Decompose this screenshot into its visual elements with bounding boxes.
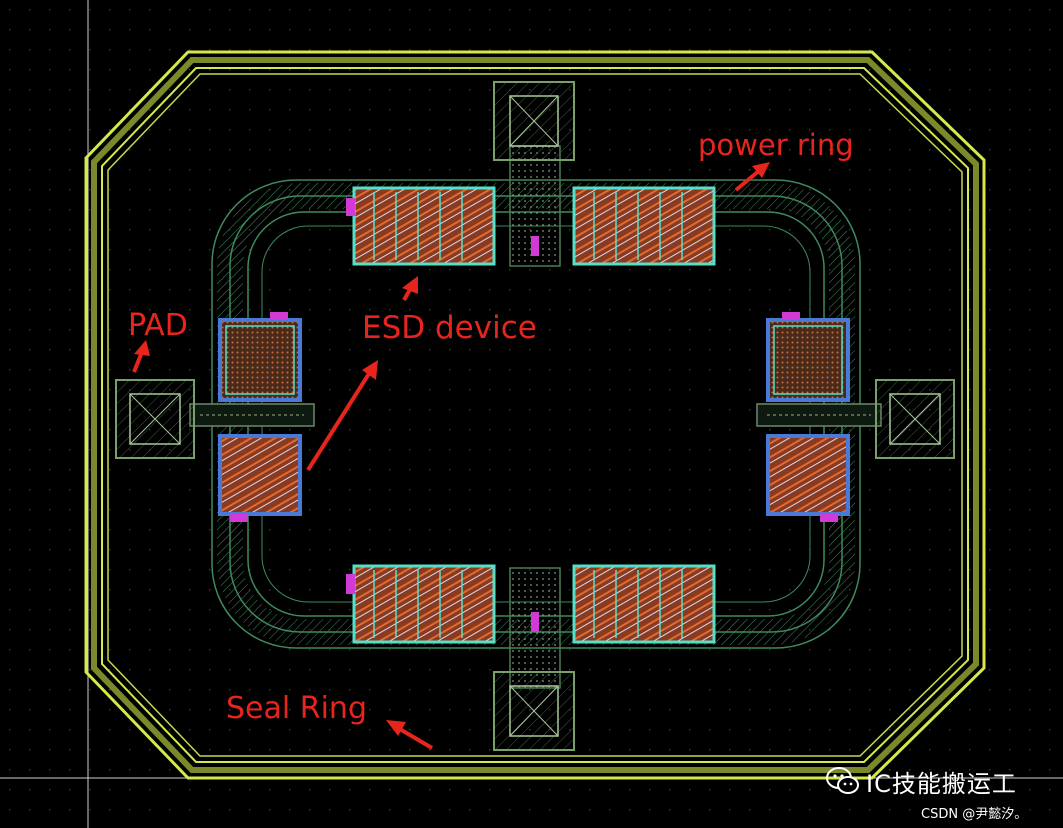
esd-device-label: ESD device — [362, 310, 537, 346]
pad-label: PAD — [128, 308, 188, 343]
wechat-icon — [826, 767, 859, 794]
esd-devices-small — [218, 318, 850, 516]
credit-text: CSDN @尹懿汐。 — [918, 803, 1031, 822]
pad-top — [493, 81, 575, 161]
power-ring-label: power ring — [698, 128, 854, 162]
seal-ring — [84, 50, 986, 780]
esd-devices-large — [352, 186, 716, 644]
vias — [230, 198, 838, 632]
seal-ring-label: Seal Ring — [226, 691, 367, 726]
watermark: IC技能搬运工 — [826, 764, 1017, 798]
watermark-text: IC技能搬运工 — [866, 769, 1017, 798]
horizontal-feed-strips — [189, 403, 882, 427]
annotation-arrows — [132, 162, 770, 750]
pad-cells — [115, 81, 955, 751]
pad-bottom — [493, 671, 575, 751]
pad-left — [115, 379, 195, 459]
pad-right — [875, 379, 955, 459]
